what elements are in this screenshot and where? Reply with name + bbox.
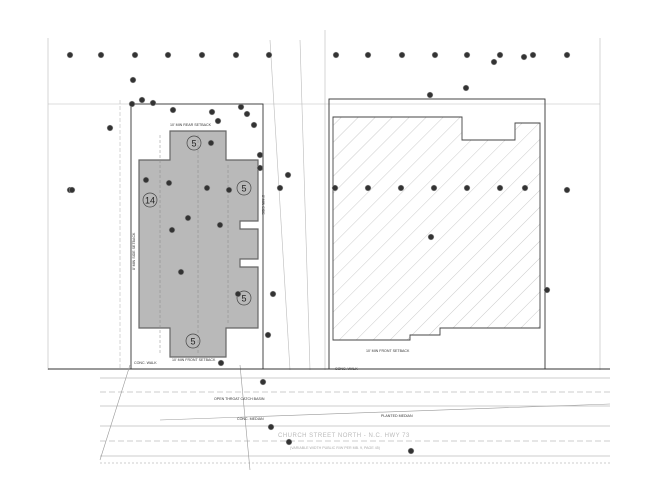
tree-marker-icon <box>203 184 211 192</box>
tree-marker-icon <box>237 103 245 111</box>
tree-marker-icon <box>520 53 528 61</box>
tree-marker-icon <box>129 76 137 84</box>
tree-marker-icon <box>563 186 571 194</box>
tree-marker-icon <box>138 96 146 104</box>
tree-marker-icon <box>267 423 275 431</box>
property-lines <box>47 30 601 371</box>
tree-marker-icon <box>463 184 471 192</box>
tree-marker-icon <box>259 378 267 386</box>
tree-marker-icon <box>521 184 529 192</box>
front-setback-label: 10' MIN FRONT SETBACK <box>172 358 216 362</box>
conc-walk-label: CONC. WALK <box>335 367 358 371</box>
tree-marker-icon <box>216 221 224 229</box>
tree-marker-icon <box>207 139 215 147</box>
tree-marker-icon <box>265 51 273 59</box>
tree-marker-icon <box>364 184 372 192</box>
parking-lot <box>138 130 259 358</box>
tree-marker-icon <box>66 51 74 59</box>
tree-marker-icon <box>225 186 233 194</box>
tree-marker-icon <box>276 184 284 192</box>
tree-marker-icon <box>427 233 435 241</box>
tree-marker-icon <box>332 51 340 59</box>
tree-marker-icon <box>496 51 504 59</box>
parking-count-label: 5 <box>191 139 196 149</box>
tree-marker-icon <box>169 106 177 114</box>
front-setback-label: 10' MIN FRONT SETBACK <box>366 349 410 353</box>
street <box>48 364 611 471</box>
right-lot <box>328 98 546 370</box>
tree-marker-icon <box>106 124 114 132</box>
tree-marker-icon <box>232 51 240 59</box>
parking-count: 5 5 14 5 5 <box>142 135 252 349</box>
tree-marker-icon <box>214 117 222 125</box>
tree-marker-icon <box>463 51 471 59</box>
tree-marker-icon <box>184 214 192 222</box>
tree-marker-icon <box>97 51 105 59</box>
street-name: CHURCH STREET NORTH - N.C. HWY 73 <box>278 433 410 439</box>
tree-marker-icon <box>407 447 415 455</box>
tree-marker-icon <box>256 151 264 159</box>
tree-marker-icon <box>397 184 405 192</box>
tree-marker-icon <box>250 121 258 129</box>
tree-marker-icon <box>490 58 498 66</box>
tree-marker-icon <box>426 91 434 99</box>
side-setback-label: 8' MIN SIDE SETBACK <box>132 232 136 270</box>
tree-marker-icon <box>462 84 470 92</box>
tree-marker-icon <box>563 51 571 59</box>
rear-setback-label: 10' MIN REAR SETBACK <box>170 123 212 127</box>
tree-marker-icon <box>284 171 292 179</box>
tree-marker-icon <box>149 99 157 107</box>
tree-marker-icon <box>256 164 264 172</box>
tree-marker-icon <box>208 108 216 116</box>
street-row-label: (VARIABLE WIDTH PUBLIC R/W PER MB. 9, PA… <box>290 446 380 450</box>
left-lot <box>130 103 264 370</box>
side-setback-label: 8' MIN SIDE <box>261 195 265 215</box>
tree-marker-icon <box>285 438 293 446</box>
conc-walk-label: CONC. WALK <box>134 361 157 365</box>
tree-marker-icon <box>243 110 251 118</box>
tree-marker-icon <box>128 100 136 108</box>
tree-marker-icon <box>177 268 185 276</box>
tree-marker-icon <box>131 51 139 59</box>
parking-count-label: 5 <box>190 337 195 347</box>
tree-marker-icon <box>364 51 372 59</box>
parking-count-label: 14 <box>145 196 155 206</box>
tree-marker-icon <box>398 51 406 59</box>
planted-median-label: PLANTED MEDIAN <box>381 414 413 418</box>
building <box>332 116 541 341</box>
tree-marker-icon <box>217 359 225 367</box>
tree-markers <box>66 51 571 455</box>
tree-marker-icon <box>529 51 537 59</box>
tree-marker-icon <box>68 186 76 194</box>
tree-marker-icon <box>142 176 150 184</box>
tree-marker-icon <box>165 179 173 187</box>
tree-marker-icon <box>164 51 172 59</box>
tree-marker-icon <box>331 184 339 192</box>
tree-marker-icon <box>496 184 504 192</box>
conc-median-label: CONC. MEDIAN <box>237 417 264 421</box>
parking-count-label: 5 <box>241 184 246 194</box>
tree-marker-icon <box>431 51 439 59</box>
tree-marker-icon <box>269 290 277 298</box>
open-throat-label: OPEN THROAT CATCH BASIN <box>214 397 265 401</box>
tree-marker-icon <box>264 331 272 339</box>
tree-marker-icon <box>198 51 206 59</box>
tree-marker-icon <box>234 290 242 298</box>
tree-marker-icon <box>168 226 176 234</box>
tree-marker-icon <box>430 184 438 192</box>
parking-count-label: 5 <box>241 294 246 304</box>
tree-marker-icon <box>543 286 551 294</box>
